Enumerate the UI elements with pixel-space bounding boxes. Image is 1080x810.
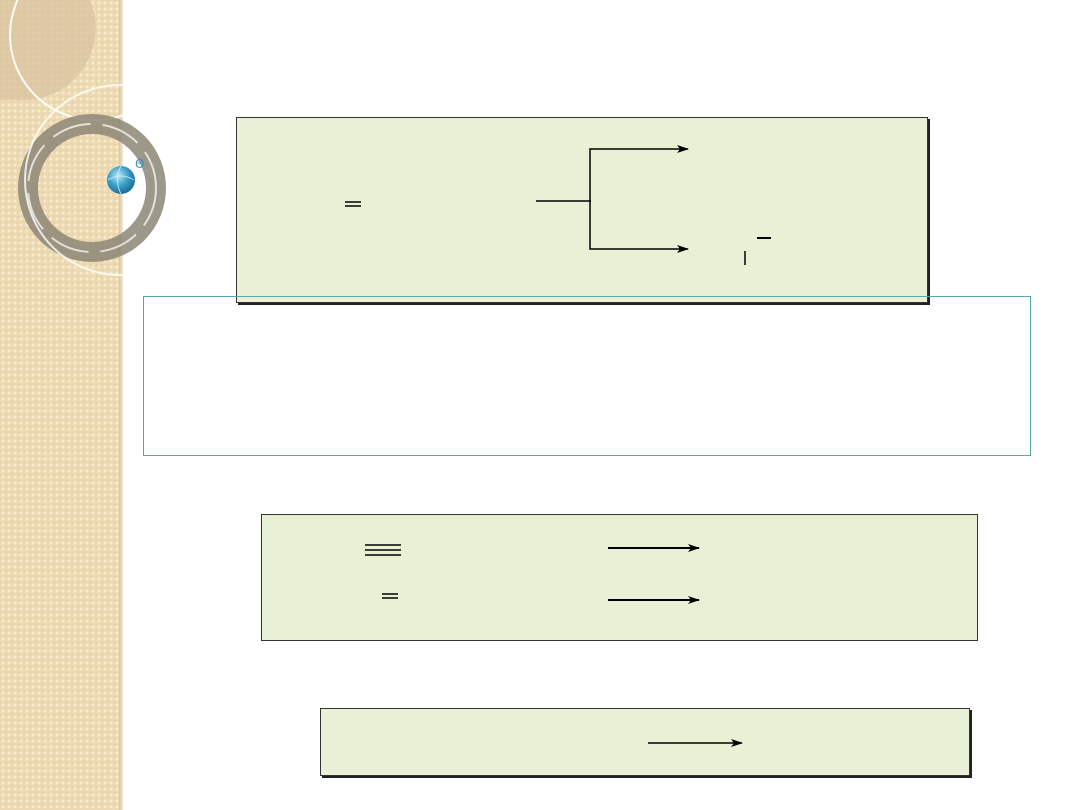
- bond-triple: [365, 544, 401, 556]
- globe-icon: [107, 166, 135, 194]
- branch-arrow-upper: [589, 145, 689, 201]
- outer-ring: [24, 84, 180, 276]
- top-arc-shape: [0, 0, 96, 101]
- bond-equals-top: [345, 201, 361, 207]
- bond-double: [382, 593, 398, 599]
- scheme-panel-top: [236, 117, 928, 303]
- branch-arrow-lower: [589, 201, 689, 253]
- decorative-rings: Θ: [0, 0, 180, 276]
- sidebar-edge: [119, 0, 123, 810]
- globe-superscript: Θ: [135, 157, 144, 171]
- note-box: [143, 296, 1031, 456]
- scheme-panel-middle: [261, 514, 978, 641]
- scheme-panel-bottom: [320, 708, 970, 776]
